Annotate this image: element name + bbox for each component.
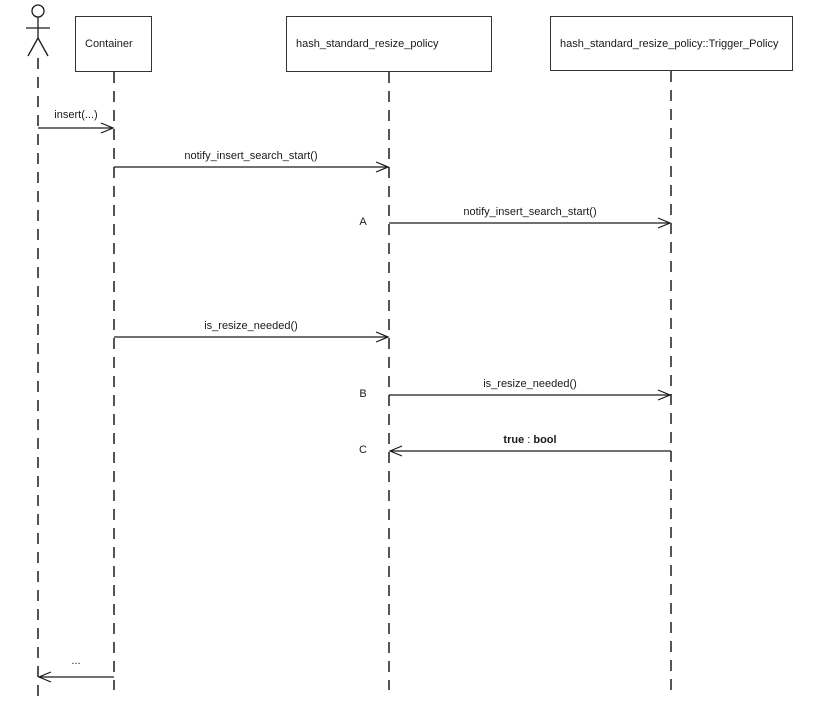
- return-value: true: [503, 434, 525, 446]
- message-label-true-bool: true : bool: [503, 434, 556, 446]
- return-separator: :: [524, 434, 534, 446]
- participant-trigger-policy: hash_standard_resize_policy::Trigger_Pol…: [550, 16, 793, 71]
- participant-label: hash_standard_resize_policy: [296, 38, 439, 50]
- message-label-notify-insert-search-start-2: notify_insert_search_start(): [463, 206, 597, 218]
- participant-container: Container: [75, 16, 152, 72]
- message-marker-a: A: [359, 216, 367, 228]
- return-type: bool: [533, 434, 557, 446]
- actor-icon: [26, 4, 50, 57]
- arrow-is-resize-needed-2: [389, 389, 672, 401]
- participant-label: hash_standard_resize_policy::Trigger_Pol…: [560, 37, 779, 50]
- message-marker-b: B: [359, 388, 367, 400]
- message-label-dots: ...: [71, 655, 81, 667]
- message-label-notify-insert-search-start-1: notify_insert_search_start(): [184, 150, 318, 162]
- message-label-insert: insert(...): [54, 109, 98, 121]
- arrow-return-dots: [37, 671, 114, 683]
- arrow-notify-insert-search-start-1: [114, 161, 390, 173]
- participant-hash-standard-resize-policy: hash_standard_resize_policy: [286, 16, 492, 72]
- message-label-is-resize-needed-1: is_resize_needed(): [204, 320, 298, 332]
- arrow-insert: [38, 122, 115, 134]
- arrow-return-true-bool: [388, 445, 671, 457]
- arrow-is-resize-needed-1: [114, 331, 390, 343]
- participant-label: Container: [85, 38, 133, 50]
- message-marker-c: C: [359, 444, 367, 456]
- message-label-is-resize-needed-2: is_resize_needed(): [483, 378, 577, 390]
- arrow-notify-insert-search-start-2: [389, 217, 672, 229]
